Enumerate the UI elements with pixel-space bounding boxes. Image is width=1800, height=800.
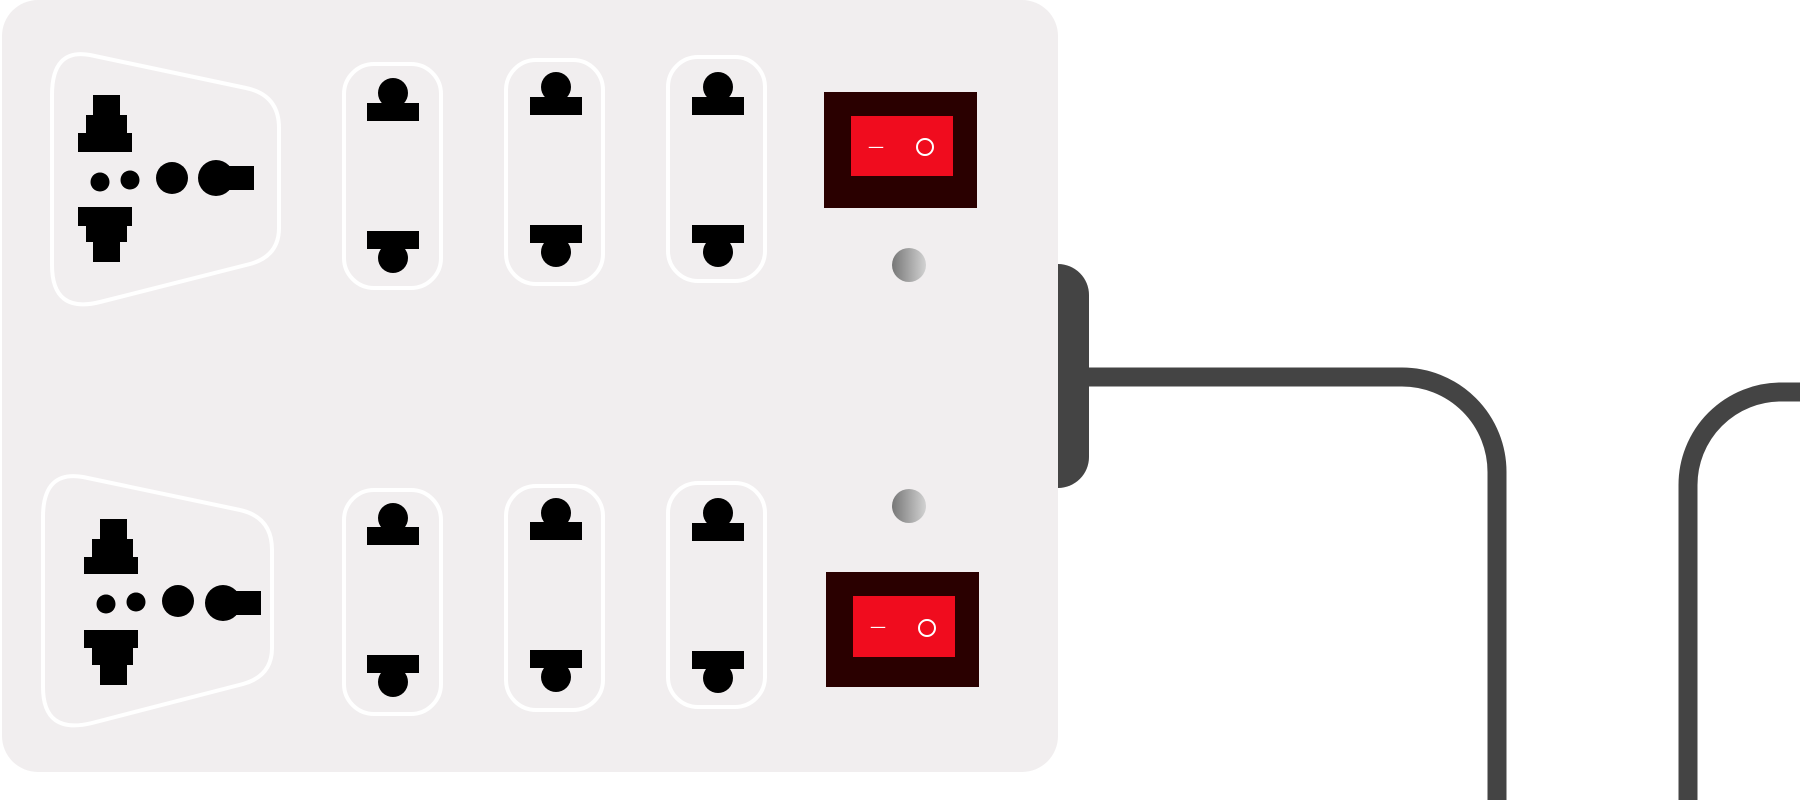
socket-row-1: — [50, 52, 977, 307]
cable-strain-relief [1058, 264, 1089, 488]
two-pin-socket-icon [367, 78, 419, 273]
rocker-switch[interactable]: — [826, 572, 979, 687]
cable-wire [1678, 382, 1800, 800]
two-pin-socket-icon [692, 72, 744, 267]
two-pin-socket-icon [692, 498, 744, 693]
two-pin-socket[interactable] [504, 484, 605, 712]
socket-outline [342, 488, 443, 716]
two-pin-socket[interactable] [666, 55, 767, 283]
socket-outline [504, 484, 605, 712]
socket-outline [666, 55, 767, 283]
indicator-light [892, 489, 926, 523]
two-pin-socket[interactable] [666, 481, 767, 709]
cable-wire [1085, 367, 1507, 800]
power-strip-body [2, 0, 1058, 772]
socket-outline [342, 62, 443, 290]
switch-off-mark: — [868, 137, 884, 156]
rocker-switch[interactable]: — [824, 92, 977, 208]
switch-rocker [851, 116, 953, 176]
two-pin-socket-icon [530, 498, 582, 692]
power-cable [1058, 264, 1507, 800]
universal-socket-icon [78, 95, 254, 262]
socket-outline [504, 58, 605, 286]
socket-outline [666, 481, 767, 709]
two-pin-socket-icon [530, 72, 582, 267]
switch-off-mark: — [870, 617, 886, 636]
switch-rocker [853, 596, 955, 657]
universal-socket-icon [84, 519, 261, 685]
switch-on-mark [916, 138, 934, 156]
switch-on-mark [918, 619, 936, 637]
socket-row-2: — [41, 474, 979, 728]
two-pin-socket-icon [367, 503, 419, 697]
two-pin-socket[interactable] [342, 62, 443, 290]
universal-socket[interactable] [50, 52, 281, 307]
socket-outline [50, 52, 281, 307]
two-pin-socket[interactable] [504, 58, 605, 286]
socket-outline [41, 474, 274, 728]
indicator-light [892, 248, 926, 282]
two-pin-socket[interactable] [342, 488, 443, 716]
universal-socket[interactable] [41, 474, 274, 728]
second-cable [1678, 382, 1800, 800]
